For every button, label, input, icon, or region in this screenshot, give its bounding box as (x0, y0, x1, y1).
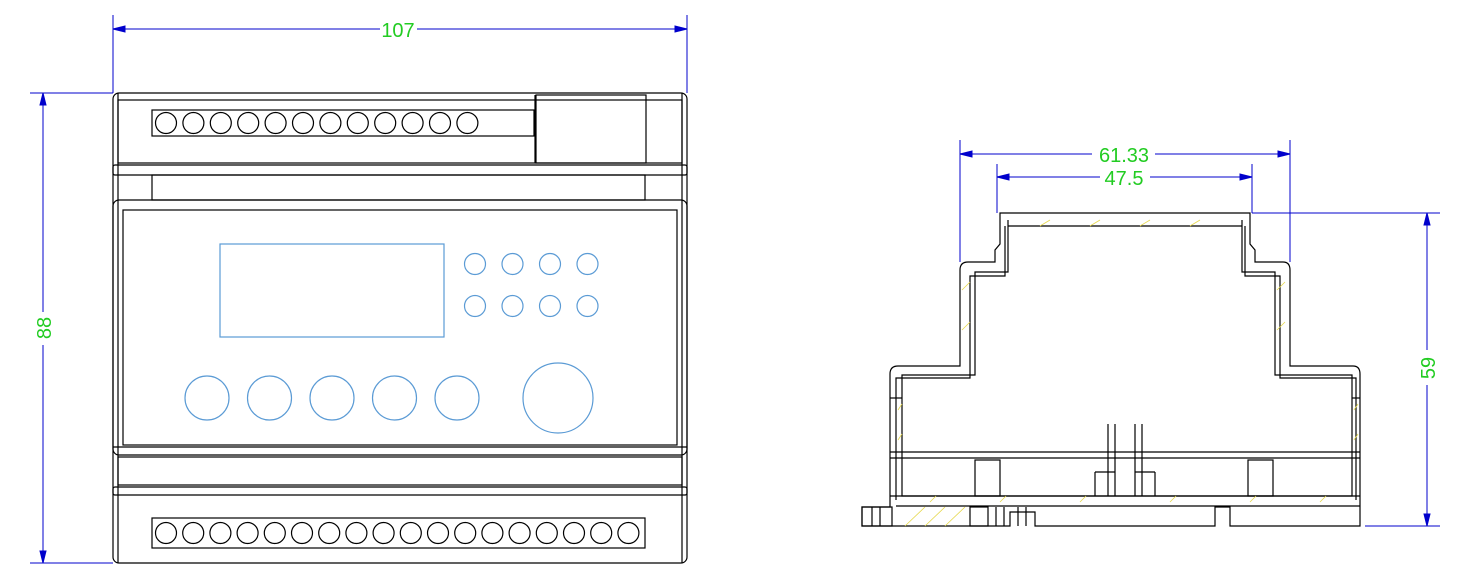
control-knob (246, 375, 293, 421)
control-knob (309, 375, 355, 421)
terminal-screw (263, 521, 286, 545)
terminal-screw (154, 111, 178, 135)
hatch-line (961, 321, 971, 331)
small-button (538, 252, 562, 276)
small-button (463, 252, 487, 276)
terminal-screw (535, 521, 558, 545)
side-view (861, 212, 1361, 527)
terminal-screw (428, 111, 452, 135)
terminal-screw (345, 521, 368, 545)
lower-band (117, 456, 683, 486)
hatch-line (897, 403, 903, 411)
terminal-screw (319, 111, 342, 135)
terminal-screw (264, 111, 287, 135)
main-dial (522, 362, 594, 434)
hatch-line (961, 281, 971, 291)
top-cover-block (535, 94, 647, 164)
terminal-screw (454, 521, 477, 545)
hatch-line (1276, 321, 1286, 331)
side-inner-width-label: 47.5 (1105, 168, 1144, 190)
terminal-screw (209, 521, 232, 545)
front-width-dimension (112, 15, 688, 93)
terminal-screw (290, 521, 314, 545)
small-button (501, 252, 524, 276)
hatch-line (929, 495, 937, 503)
side-height-dimension (1252, 212, 1440, 527)
top-terminals (154, 111, 479, 135)
left-clip (974, 459, 1001, 497)
front-view (112, 92, 688, 564)
lower-base (112, 486, 688, 496)
hatch-line (1353, 403, 1359, 411)
hatch-line (1169, 495, 1177, 503)
side-height-label: 59 (1418, 357, 1440, 379)
front-panel-inner (122, 209, 678, 446)
terminal-screw (236, 521, 259, 545)
hatch-line (944, 506, 966, 527)
top-terminal-strip (151, 109, 535, 137)
terminal-screw (399, 521, 422, 545)
din-foot-mid (969, 506, 989, 527)
bottom-terminals (154, 521, 640, 545)
hatch-line (1089, 219, 1101, 227)
upper-band (112, 164, 688, 176)
terminal-screw (590, 521, 613, 545)
terminal-screw (617, 521, 640, 545)
terminal-screw (237, 111, 260, 135)
terminal-screw (346, 111, 369, 135)
terminal-screw (372, 521, 395, 545)
terminal-screw (456, 111, 479, 135)
display-window (219, 243, 445, 338)
side-outer-profile (861, 212, 1361, 527)
terminal-screw (318, 521, 341, 545)
hatch-line (924, 506, 946, 527)
terminal-screw (426, 521, 450, 545)
small-button (576, 294, 599, 318)
front-panel-outline (112, 199, 688, 456)
upper-slot (151, 174, 646, 201)
terminal-screw (508, 521, 531, 545)
hatch-line (1319, 495, 1327, 503)
hatch-line (897, 433, 903, 441)
terminal-screw (291, 111, 315, 135)
terminal-screw (562, 521, 586, 545)
hatch-line (1039, 219, 1051, 227)
terminal-screw (374, 111, 397, 135)
terminal-screw (401, 111, 424, 135)
bottom-terminal-strip (151, 517, 646, 549)
hatch-line (1353, 433, 1359, 441)
terminal-screw (209, 111, 232, 135)
din-foot-left (861, 506, 893, 527)
small-button (463, 294, 487, 318)
terminal-screw (182, 111, 205, 135)
front-height-dimension (30, 92, 113, 564)
front-width-label: 107 (381, 20, 414, 42)
hatch-line (1249, 495, 1257, 503)
hatch-line (1079, 495, 1087, 503)
top-terminal-section (117, 99, 683, 164)
terminal-screw (154, 521, 178, 545)
hatch-line (1139, 219, 1151, 227)
small-button (538, 294, 562, 318)
side-hatch (897, 219, 1359, 527)
terminal-screw (182, 521, 205, 545)
side-outer-width-dimension (959, 140, 1291, 262)
side-outer-width-label: 61.33 (1099, 145, 1149, 167)
control-knob (371, 375, 418, 421)
hatch-line (1276, 281, 1286, 291)
small-button (576, 252, 599, 276)
side-inner-width-dimension (996, 164, 1253, 213)
hatch-line (904, 506, 926, 527)
small-button (501, 294, 524, 318)
terminal-screw (481, 521, 504, 545)
front-height-label: 88 (34, 317, 56, 339)
large-knobs (184, 375, 480, 421)
hatch-line (1189, 219, 1201, 227)
small-buttons (463, 252, 599, 318)
control-knob (184, 375, 230, 421)
hatch-line (999, 495, 1007, 503)
right-clip (1247, 459, 1274, 497)
control-knob (434, 375, 480, 421)
